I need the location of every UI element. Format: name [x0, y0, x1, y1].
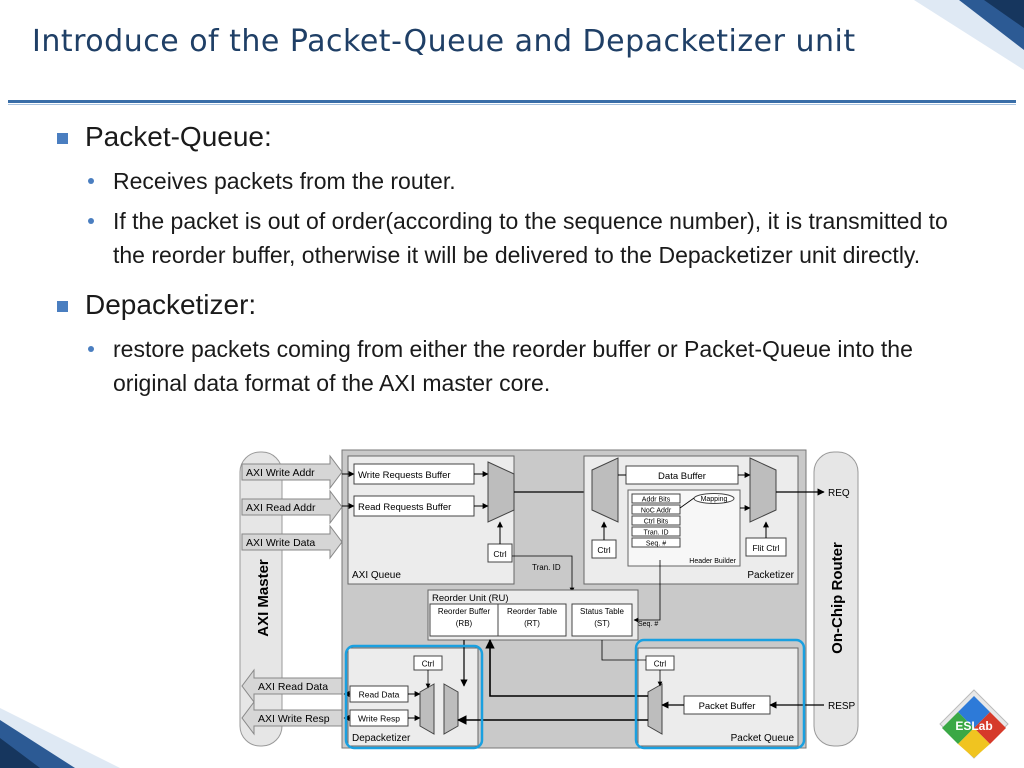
dot-bullet-icon	[88, 346, 94, 352]
axi-write-resp-label: AXI Write Resp	[258, 713, 330, 725]
bullet-packet-queue: Packet-Queue:	[55, 118, 985, 156]
section-heading: Depacketizer:	[85, 289, 257, 320]
axi-read-data-label: AXI Read Data	[258, 681, 328, 693]
read-data-label: Read Data	[359, 690, 400, 700]
ctrl-label: Ctrl	[493, 549, 506, 559]
sub-bullet-text: Receives packets from the router.	[113, 168, 456, 194]
reorder-unit-label: Reorder Unit (RU)	[432, 593, 509, 604]
sub-bullet-text: If the packet is out of order(according …	[113, 208, 948, 268]
seq-hash-label: Seq. #	[638, 621, 658, 628]
axi-write-addr-label: AXI Write Addr	[246, 467, 315, 479]
ctrl-bits-label: Ctrl Bits	[644, 519, 669, 526]
logo-text: ESLab	[955, 719, 992, 733]
noc-addr-label: NoC Addr	[641, 508, 672, 515]
tran-id-label: Tran. ID	[532, 563, 561, 572]
data-buffer-label: Data Buffer	[658, 471, 706, 482]
sub-bullet-text: restore packets coming from either the r…	[113, 336, 913, 396]
read-requests-buffer-label: Read Requests Buffer	[358, 502, 451, 513]
corner-decoration-top-right	[914, 0, 1024, 70]
axi-write-data-arrow: AXI Write Data	[241, 524, 343, 560]
mapping-label: Mapping	[701, 496, 728, 503]
axi-queue-label: AXI Queue	[352, 570, 401, 581]
axi-write-data-label: AXI Write Data	[246, 537, 315, 549]
dot-bullet-icon	[88, 218, 94, 224]
square-bullet-icon	[57, 133, 68, 144]
sub-bullet: If the packet is out of order(according …	[55, 204, 985, 272]
svg-text:Ctrl: Ctrl	[422, 660, 435, 669]
router-block	[813, 451, 859, 747]
axi-read-addr-arrow: AXI Read Addr	[241, 489, 343, 525]
depacketizer-demux	[419, 683, 435, 735]
title-divider	[8, 100, 1016, 103]
status-table	[571, 603, 633, 637]
depacketizer-mux	[443, 683, 459, 735]
router-label: On-Chip Router	[829, 542, 846, 654]
sub-bullet: Receives packets from the router.	[55, 164, 985, 198]
axi-write-addr-arrow: AXI Write Addr	[241, 454, 343, 490]
sub-bullet: restore packets coming from either the r…	[55, 332, 985, 400]
seq-field-label: Seq. #	[646, 541, 666, 548]
resp-label: RESP	[828, 701, 856, 712]
packet-buffer-label: Packet Buffer	[699, 701, 756, 712]
packetizer-label: Packetizer	[747, 570, 794, 581]
header-builder-label: Header Builder	[689, 558, 736, 565]
write-requests-buffer-label: Write Requests Buffer	[358, 470, 451, 481]
write-resp-label: Write Resp	[358, 714, 400, 724]
slide-title: Introduce of the Packet-Queue and Depack…	[32, 24, 856, 59]
packet-queue-highlight	[634, 638, 806, 750]
rb-label: (RB)	[456, 619, 473, 628]
square-bullet-icon	[57, 301, 68, 312]
reorder-buffer-label: Reorder Buffer	[438, 607, 491, 616]
packet-queue-demux	[647, 683, 663, 735]
svg-text:Ctrl: Ctrl	[654, 660, 667, 669]
architecture-diagram: AXI Master On-Chip Router AXI Write Addr…	[239, 449, 859, 750]
packetizer-mux-right	[749, 457, 777, 523]
reorder-table-label: Reorder Table	[507, 607, 558, 616]
dot-bullet-icon	[88, 178, 94, 184]
axi-write-resp-arrow: AXI Write Resp	[241, 700, 345, 736]
packetizer-mux-left	[591, 457, 619, 523]
axi-read-data-arrow: AXI Read Data	[241, 668, 345, 704]
axi-master-label: AXI Master	[255, 559, 272, 637]
st-label: (ST)	[594, 619, 610, 628]
req-label: REQ	[828, 488, 850, 499]
addr-bits-label: Addr Bits	[642, 497, 671, 504]
corner-decoration-bottom-left	[0, 708, 120, 768]
section-heading: Packet-Queue:	[85, 121, 272, 152]
svg-text:Ctrl: Ctrl	[597, 545, 610, 555]
bullet-depacketizer: Depacketizer:	[55, 286, 985, 324]
flit-ctrl-label: Flit Ctrl	[753, 543, 780, 553]
tran-id-field-label: Tran. ID	[643, 530, 668, 537]
axi-read-addr-label: AXI Read Addr	[246, 502, 316, 514]
depacketizer-label: Depacketizer	[352, 733, 411, 744]
status-table-label: Status Table	[580, 607, 624, 616]
reorder-table	[497, 603, 567, 637]
depacketizer-highlight	[344, 644, 484, 750]
axi-master-block	[239, 451, 283, 747]
rt-label: (RT)	[524, 619, 540, 628]
title-divider-shadow	[8, 104, 1016, 105]
packet-queue-label: Packet Queue	[731, 733, 795, 744]
bullet-list: Packet-Queue: Receives packets from the …	[55, 118, 985, 406]
axi-queue-mux	[487, 461, 515, 523]
reorder-buffer	[429, 603, 499, 637]
eslab-logo: ESLab	[939, 689, 1009, 759]
